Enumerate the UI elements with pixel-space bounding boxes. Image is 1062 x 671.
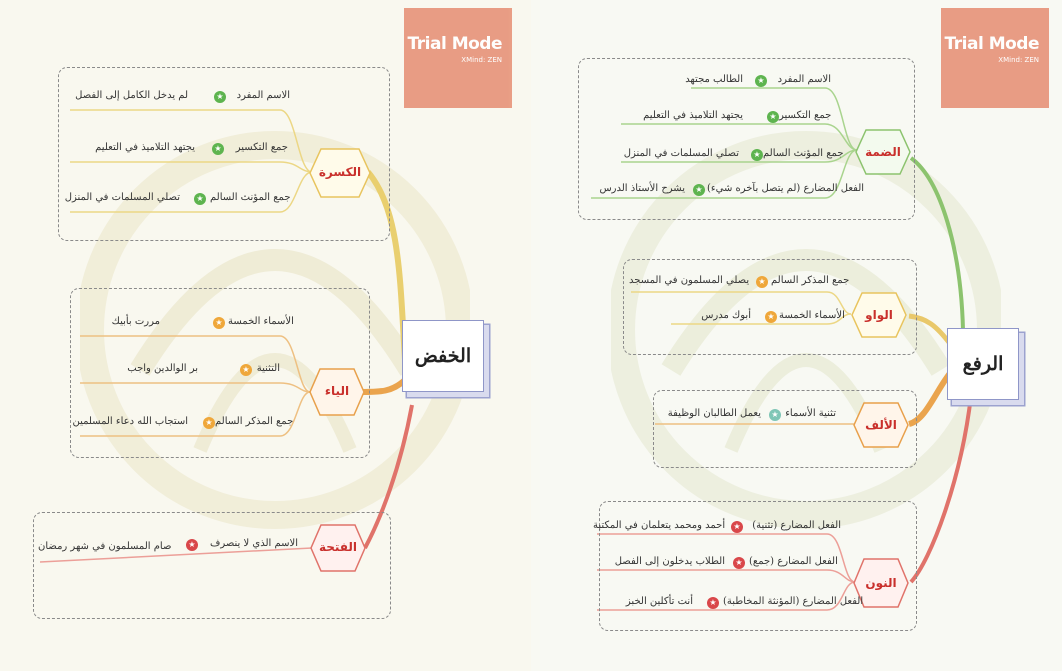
star-icon: ★: [751, 149, 763, 161]
left-mindmap-panel: الكسرة الياء الفتحة الخفض الاسم المفرد ★…: [0, 0, 531, 671]
hex-node-nun[interactable]: [853, 558, 909, 608]
right-mindmap-panel: الضمة الواو الألف النون الرفع الاسم المف…: [531, 0, 1062, 671]
left-connector-lines: [39, 109, 414, 563]
central-topic-khafd[interactable]: الخفض: [402, 320, 484, 392]
example-damma-3: تصلي المسلمات في المنزل: [623, 148, 739, 159]
example-nun-1: أحمد ومحمد يتعلمان في المكتبة: [593, 520, 726, 531]
hex-node-waw[interactable]: [851, 292, 907, 338]
right-connector-lines: [591, 87, 973, 611]
hex-node-kasra[interactable]: [309, 148, 371, 198]
example-waw-1: يصلي المسلمون في المسجد: [629, 275, 750, 286]
example-kasra-1: لم يدخل الكامل إلى الفصل: [75, 90, 188, 101]
example-yaa-2: بر الوالدين واجب: [127, 363, 198, 374]
branch-label-nun: النون: [865, 576, 897, 590]
branch-label-kasra: الكسرة: [318, 165, 362, 179]
term-nun-2: الفعل المضارع (جمع): [749, 556, 838, 567]
branch-label-yaa: الياء: [324, 384, 350, 398]
example-damma-1: الطالب مجتهد: [685, 74, 743, 85]
group-alif: [653, 390, 917, 468]
trial-mode-badge: Trial Mode XMind: ZEN: [941, 8, 1049, 108]
term-kasra-2: جمع التكسير: [235, 142, 288, 153]
branch-label-alif: الألف: [865, 418, 897, 432]
term-nun-3: الفعل المضارع (المؤنثة المخاطبة): [723, 596, 864, 607]
term-kasra-3: جمع المؤنث السالم: [210, 192, 291, 203]
trial-mode-subtitle: XMind: ZEN: [998, 56, 1039, 64]
example-nun-2: الطلاب يدخلون إلى الفصل: [614, 556, 725, 567]
term-damma-4: الفعل المضارع (لم يتصل بآخره شيء): [707, 183, 865, 194]
star-icon: ★: [240, 364, 252, 376]
star-icon: ★: [186, 539, 198, 551]
branch-label-waw: الواو: [865, 308, 893, 322]
central-topic-rafa[interactable]: الرفع: [947, 328, 1019, 400]
example-damma-4: يشرح الأستاذ الدرس: [599, 183, 685, 194]
example-kasra-2: يجتهد التلاميذ في التعليم: [95, 142, 195, 153]
trial-mode-title: Trial Mode: [944, 34, 1040, 54]
example-damma-2: يجتهد التلاميذ في التعليم: [643, 110, 743, 121]
term-nun-1: الفعل المضارع (تثنية): [752, 520, 841, 531]
trial-mode-title: Trial Mode: [407, 34, 503, 54]
group-fatha: [33, 512, 391, 619]
term-damma-2: جمع التكسير: [779, 110, 832, 121]
example-yaa-1: مررت بأبيك: [111, 316, 160, 327]
star-icon: ★: [194, 193, 206, 205]
star-icon: ★: [756, 276, 768, 288]
star-icon: ★: [765, 311, 777, 323]
group-damma: [578, 58, 915, 220]
group-nun: [599, 501, 917, 631]
star-icon: ★: [769, 409, 781, 421]
term-yaa-1: الأسماء الخمسة: [228, 316, 294, 327]
star-icon: ★: [214, 91, 226, 103]
star-icon: ★: [731, 521, 743, 533]
example-alif-1: يعمل الطالبان الوظيفة: [667, 408, 761, 419]
term-yaa-3: جمع المذكر السالم: [215, 416, 294, 427]
term-waw-2: الأسماء الخمسة: [779, 310, 845, 321]
hex-node-yaa[interactable]: [309, 368, 365, 416]
example-kasra-3: تصلي المسلمات في المنزل: [64, 192, 180, 203]
group-waw: [623, 259, 917, 355]
hex-node-damma[interactable]: [855, 129, 911, 175]
star-icon: ★: [693, 184, 705, 196]
group-kasra: [58, 67, 390, 241]
example-waw-2: أبوك مدرس: [701, 310, 751, 321]
term-damma-3: جمع المؤنث السالم: [763, 148, 844, 159]
term-kasra-1: الاسم المفرد: [236, 90, 290, 101]
hex-node-alif[interactable]: [853, 402, 909, 448]
term-alif-1: تثنية الأسماء: [785, 408, 836, 419]
term-damma-1: الاسم المفرد: [777, 74, 831, 85]
star-icon: ★: [755, 75, 767, 87]
example-fatha-1: صام المسلمون في شهر رمضان: [38, 541, 172, 552]
trial-mode-subtitle: XMind: ZEN: [461, 56, 502, 64]
star-icon: ★: [767, 111, 779, 123]
hex-node-fatha[interactable]: [310, 524, 366, 572]
branch-label-damma: الضمة: [865, 145, 901, 159]
term-waw-1: جمع المذكر السالم: [771, 275, 850, 286]
star-icon: ★: [707, 597, 719, 609]
term-yaa-2: التثنية: [256, 363, 280, 374]
star-icon: ★: [203, 417, 215, 429]
example-yaa-3: استجاب الله دعاء المسلمين: [72, 416, 188, 427]
group-yaa: [70, 288, 370, 458]
branch-label-fatha: الفتحة: [318, 540, 358, 554]
trial-mode-badge: Trial Mode XMind: ZEN: [404, 8, 512, 108]
term-fatha-1: الاسم الذي لا ينصرف: [209, 538, 298, 549]
example-nun-3: أنت تأكلين الخبز: [625, 596, 693, 607]
star-icon: ★: [212, 143, 224, 155]
star-icon: ★: [213, 317, 225, 329]
star-icon: ★: [733, 557, 745, 569]
